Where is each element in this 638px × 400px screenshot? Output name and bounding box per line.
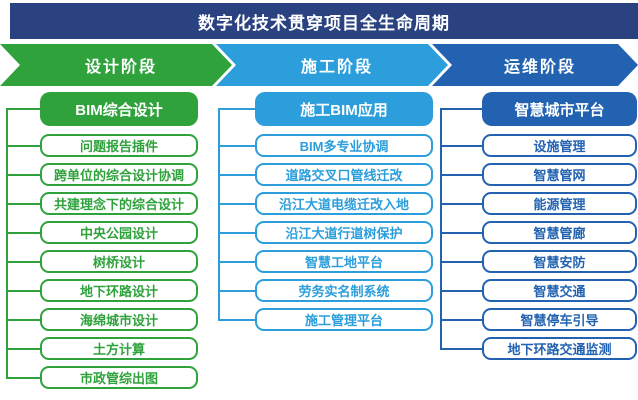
- construction-item-row: 施工管理平台: [218, 308, 433, 331]
- connector-branch: [6, 108, 40, 110]
- diagram-node: 沿江大道行道树保护: [255, 221, 433, 244]
- design-item-row: 海绵城市设计: [6, 308, 198, 331]
- connector-branch: [218, 173, 255, 176]
- diagram-node: BIM多专业协调: [255, 134, 433, 157]
- diagram-node: 海绵城市设计: [40, 308, 198, 331]
- diagram-node: 智慧管廊: [482, 221, 637, 244]
- diagram-node: 劳务实名制系统: [255, 279, 433, 302]
- diagram-node: 智慧管网: [482, 163, 637, 186]
- operations-item-row: 能源管理: [440, 192, 637, 215]
- connector-branch: [440, 231, 482, 234]
- connector-branch: [6, 231, 40, 234]
- connector-branch: [6, 376, 40, 379]
- diagram-node: 土方计算: [40, 337, 198, 360]
- operations-header-row: 智慧城市平台: [440, 92, 637, 126]
- connector-branch: [6, 289, 40, 292]
- column-header-operations: 智慧城市平台: [482, 92, 637, 126]
- connector-branch: [440, 260, 482, 263]
- design-item-row: 共建理念下的综合设计: [6, 192, 198, 215]
- phase-arrow-design-label: 设计阶段: [84, 59, 157, 76]
- diagram-node: 树桥设计: [40, 250, 198, 273]
- design-item-row: 土方计算: [6, 337, 198, 360]
- connector-branch: [440, 347, 482, 350]
- connector-branch: [440, 202, 482, 205]
- connector-branch: [6, 173, 40, 176]
- diagram-node: 中央公园设计: [40, 221, 198, 244]
- design-item-row: 地下环路设计: [6, 279, 198, 302]
- diagram-node: 地下环路交通监测: [482, 337, 637, 360]
- phase-arrow-operations-label: 运维阶段: [503, 59, 576, 76]
- operations-item-row: 智慧管廊: [440, 221, 637, 244]
- diagram-node: 能源管理: [482, 192, 637, 215]
- connector-branch: [218, 231, 255, 234]
- diagram-node: 跨单位的综合设计协调: [40, 163, 198, 186]
- column-header-design: BIM综合设计: [40, 92, 198, 126]
- construction-item-row: 沿江大道行道树保护: [218, 221, 433, 244]
- operations-column: 智慧城市平台 设施管理 智慧管网 能源管理 智慧管廊 智慧安防 智慧交通 智慧停…: [440, 92, 637, 366]
- operations-item-row: 设施管理: [440, 134, 637, 157]
- connector-branch: [440, 173, 482, 176]
- phase-arrow-construction-label: 施工阶段: [300, 59, 373, 76]
- diagram-node: 道路交叉口管线迁改: [255, 163, 433, 186]
- connector-branch: [440, 318, 482, 321]
- connector-branch: [6, 318, 40, 321]
- operations-item-row: 智慧停车引导: [440, 308, 637, 331]
- diagram-node: 智慧停车引导: [482, 308, 637, 331]
- connector-branch: [440, 144, 482, 147]
- design-item-row: 中央公园设计: [6, 221, 198, 244]
- diagram-node: 智慧工地平台: [255, 250, 433, 273]
- diagram-node: 沿江大道电缆迁改入地: [255, 192, 433, 215]
- connector-branch: [6, 260, 40, 263]
- column-header-construction: 施工BIM应用: [255, 92, 433, 126]
- diagram-node: 施工管理平台: [255, 308, 433, 331]
- phase-arrow-operations: 运维阶段: [432, 44, 638, 86]
- design-item-row: 市政管综出图: [6, 366, 198, 389]
- operations-item-row: 地下环路交通监测: [440, 337, 637, 360]
- diagram-title: 数字化技术贯穿项目全生命周期: [198, 13, 450, 33]
- connector-branch: [218, 289, 255, 292]
- connector-branch: [218, 260, 255, 263]
- connector-branch: [218, 108, 255, 110]
- connector-branch: [440, 108, 482, 110]
- connector-branch: [6, 202, 40, 205]
- design-column: BIM综合设计 问题报告插件 跨单位的综合设计协调 共建理念下的综合设计 中央公…: [6, 92, 198, 395]
- diagram-node: 智慧安防: [482, 250, 637, 273]
- phase-arrow-design: 设计阶段: [0, 44, 232, 86]
- connector-trunk: [218, 109, 220, 320]
- design-header-row: BIM综合设计: [6, 92, 198, 126]
- construction-item-row: 道路交叉口管线迁改: [218, 163, 433, 186]
- diagram-node: 共建理念下的综合设计: [40, 192, 198, 215]
- connector-trunk: [6, 109, 8, 378]
- connector-branch: [218, 318, 255, 321]
- connector-branch: [6, 144, 40, 147]
- diagram-node: 问题报告插件: [40, 134, 198, 157]
- construction-item-row: BIM多专业协调: [218, 134, 433, 157]
- diagram-node: 市政管综出图: [40, 366, 198, 389]
- diagram-node: 智慧交通: [482, 279, 637, 302]
- title-banner: 数字化技术贯穿项目全生命周期: [10, 3, 638, 39]
- connector-branch: [6, 347, 40, 350]
- diagram-node: 地下环路设计: [40, 279, 198, 302]
- connector-branch: [218, 144, 255, 147]
- operations-item-row: 智慧交通: [440, 279, 637, 302]
- construction-item-row: 智慧工地平台: [218, 250, 433, 273]
- construction-column: 施工BIM应用 BIM多专业协调 道路交叉口管线迁改 沿江大道电缆迁改入地 沿江…: [218, 92, 433, 337]
- operations-item-row: 智慧安防: [440, 250, 637, 273]
- diagram-node: 设施管理: [482, 134, 637, 157]
- connector-trunk: [440, 109, 442, 349]
- design-item-row: 跨单位的综合设计协调: [6, 163, 198, 186]
- phase-arrow-construction: 施工阶段: [216, 44, 448, 86]
- connector-branch: [440, 289, 482, 292]
- construction-header-row: 施工BIM应用: [218, 92, 433, 126]
- design-item-row: 问题报告插件: [6, 134, 198, 157]
- connector-branch: [218, 202, 255, 205]
- operations-item-row: 智慧管网: [440, 163, 637, 186]
- construction-item-row: 劳务实名制系统: [218, 279, 433, 302]
- construction-item-row: 沿江大道电缆迁改入地: [218, 192, 433, 215]
- design-item-row: 树桥设计: [6, 250, 198, 273]
